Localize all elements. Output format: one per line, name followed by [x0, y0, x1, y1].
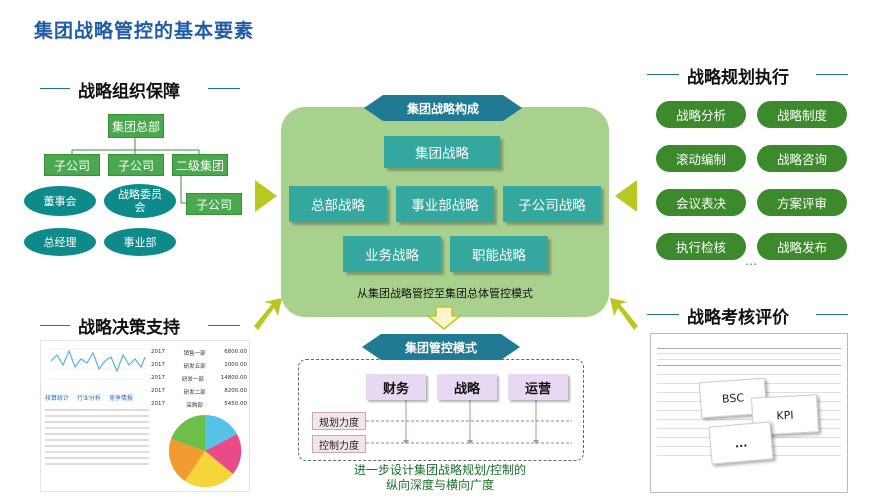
box-functional-strategy: 职能战略	[450, 236, 548, 272]
org-sub: 子公司	[186, 193, 242, 215]
org-ellipse-board: 董事会	[24, 186, 96, 216]
exec-pill-review: 方案评审	[757, 189, 847, 216]
strategy-caption: 从集团战略管控至集团总体管控模式	[357, 287, 533, 300]
divider	[816, 74, 848, 75]
arrow-down-icon	[425, 306, 463, 334]
org-level2-3: 二级集团	[172, 154, 228, 176]
org-ellipse-gm: 总经理	[24, 228, 96, 256]
divider	[208, 325, 240, 326]
org-level2-1: 子公司	[44, 154, 100, 176]
exec-pill-release: 战略发布	[757, 233, 847, 260]
box-hq-strategy: 总部战略	[289, 186, 387, 222]
arrow-left-icon	[615, 180, 637, 212]
box-subsidiary-strategy: 子公司战略	[503, 186, 601, 222]
exec-pill-system: 战略制度	[757, 101, 847, 128]
exec-more: …	[745, 254, 757, 268]
exec-pill-check: 执行检核	[656, 233, 746, 260]
section-title-eval: 战略考核评价	[687, 308, 789, 328]
dashboard-tab: 行业分析	[77, 395, 102, 402]
mode-control-label: 控制力度	[312, 435, 366, 453]
line-chart-thumb	[49, 348, 147, 380]
mode-panel	[298, 359, 584, 461]
pie-chart-thumb	[168, 414, 242, 488]
divider	[647, 314, 679, 315]
arrow-upright-icon	[250, 296, 284, 334]
box-business-strategy: 业务战略	[343, 236, 441, 272]
arrow-upleft-icon	[608, 296, 642, 334]
mode-finance: 财务	[366, 374, 426, 400]
exec-pill-analysis: 战略分析	[656, 101, 746, 128]
page-title: 集团战略管控的基本要素	[34, 20, 255, 42]
mode-operation: 运营	[508, 374, 568, 400]
eval-doc-more: ...	[708, 421, 774, 465]
org-ellipse-committee: 战略委员会	[104, 184, 176, 218]
mode-strategy: 战略	[437, 374, 497, 400]
mode-caption-line1: 进一步设计集团战略规划/控制的	[353, 463, 527, 477]
section-title-exec: 战略规划执行	[687, 68, 789, 88]
org-ellipse-division: 事业部	[104, 228, 176, 256]
exec-pill-rolling: 滚动编制	[656, 145, 746, 172]
section-title-org: 战略组织保障	[78, 82, 180, 102]
dashboard-text-lines	[45, 405, 149, 469]
box-division-strategy: 事业部战略	[396, 186, 494, 222]
divider	[40, 88, 70, 89]
mode-label: 集团管控模式	[362, 334, 520, 360]
divider	[647, 74, 679, 75]
strategy-label: 集团战略构成	[364, 95, 522, 121]
dashboard-tab: 核算统计	[45, 395, 70, 402]
exec-pill-vote: 会议表决	[656, 189, 746, 216]
mode-planning-label: 规划力度	[312, 412, 366, 430]
section-title-decision: 战略决策支持	[78, 318, 180, 338]
box-group-strategy: 集团战略	[384, 136, 500, 168]
divider	[816, 314, 848, 315]
org-level2-2: 子公司	[108, 154, 164, 176]
dashboard-tab: 竞争情报	[109, 395, 134, 402]
arrow-right-icon	[255, 180, 277, 212]
mode-caption-line2: 纵向深度与横向广度	[385, 478, 494, 492]
divider	[40, 325, 70, 326]
divider	[208, 88, 240, 89]
exec-pill-consult: 战略咨询	[757, 145, 847, 172]
mode-caption: 进一步设计集团战略规划/控制的 纵向深度与横向广度	[298, 463, 582, 493]
org-root: 集团总部	[108, 114, 164, 138]
